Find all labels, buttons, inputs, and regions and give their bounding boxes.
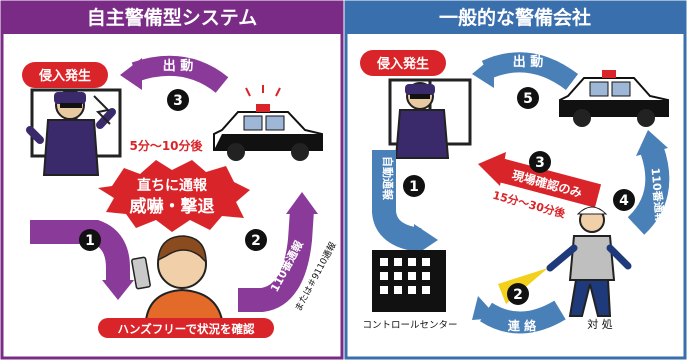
right-contact-label: 連 絡 <box>508 318 537 333</box>
response-label: 対 処 <box>587 317 613 331</box>
security-guard-illustration <box>546 206 632 317</box>
left-panel: 自主警備型システム 侵入発生 出 動 3 <box>0 0 344 360</box>
right-auto-report-label: 自動通報 <box>381 156 395 201</box>
right-panel: 一般的な警備会社 侵入発生 出 動 5 <box>344 0 687 360</box>
right-step2-number: 2 <box>513 287 523 303</box>
right-confirm-arrow <box>496 158 602 208</box>
right-step3-number: 3 <box>535 155 545 171</box>
left-110-report-arrow <box>238 209 314 312</box>
right-step2-circle <box>507 283 529 305</box>
burglar-window-illustration <box>26 88 122 176</box>
right-title-bar <box>346 2 685 34</box>
left-step2-circle <box>245 229 267 251</box>
right-auto-report-arrow <box>372 150 422 252</box>
left-step1-circle <box>79 229 101 251</box>
left-step2-number: 2 <box>251 233 261 249</box>
left-action-burst <box>98 160 250 232</box>
right-110-report-label: 110番通報 <box>649 167 668 225</box>
right-intrusion-label: 侵入発生 <box>376 56 429 72</box>
right-dispatch-label: 出 動 <box>513 54 544 70</box>
left-step3-number: 3 <box>173 93 183 109</box>
right-step5-circle <box>517 87 539 109</box>
left-step1-number: 1 <box>85 233 95 249</box>
right-step3-circle <box>529 151 551 173</box>
person-with-phone-illustration <box>131 235 224 321</box>
handsfree-label: ハンズフリーで状況を確認 <box>117 322 255 336</box>
left-action-line1: 直ちに通報 <box>137 177 208 194</box>
left-dispatch-label: 出 動 <box>163 58 194 74</box>
handsfree-banner <box>98 318 274 338</box>
left-timing: 5分～10分後 <box>129 138 203 153</box>
right-step1-circle <box>403 175 425 197</box>
right-step4-circle <box>613 189 635 211</box>
right-title: 一般的な警備会社 <box>439 6 591 29</box>
left-intrusion-label: 侵入発生 <box>38 68 91 84</box>
control-center-building-icon <box>372 250 446 312</box>
left-dispatch-arrow <box>131 55 229 94</box>
right-step4-number: 4 <box>619 193 629 209</box>
left-action-line2: 威嚇・撃退 <box>130 196 215 217</box>
right-intrusion-badge <box>360 50 446 76</box>
right-step5-number: 5 <box>523 91 533 107</box>
control-center-label: コントロールセンター <box>362 320 457 331</box>
right-dispatch-arrow <box>481 52 579 91</box>
left-title-bar <box>2 2 342 34</box>
left-intrusion-badge <box>22 62 108 88</box>
right-police-car-icon <box>559 70 669 127</box>
right-burglar-window-illustration <box>388 78 472 159</box>
right-step1-number: 1 <box>409 179 419 195</box>
left-step3-circle <box>167 89 189 111</box>
left-title: 自主警備型システム <box>87 6 257 29</box>
left-police-car-icon <box>213 85 323 161</box>
right-110-report-arrow <box>627 146 670 235</box>
